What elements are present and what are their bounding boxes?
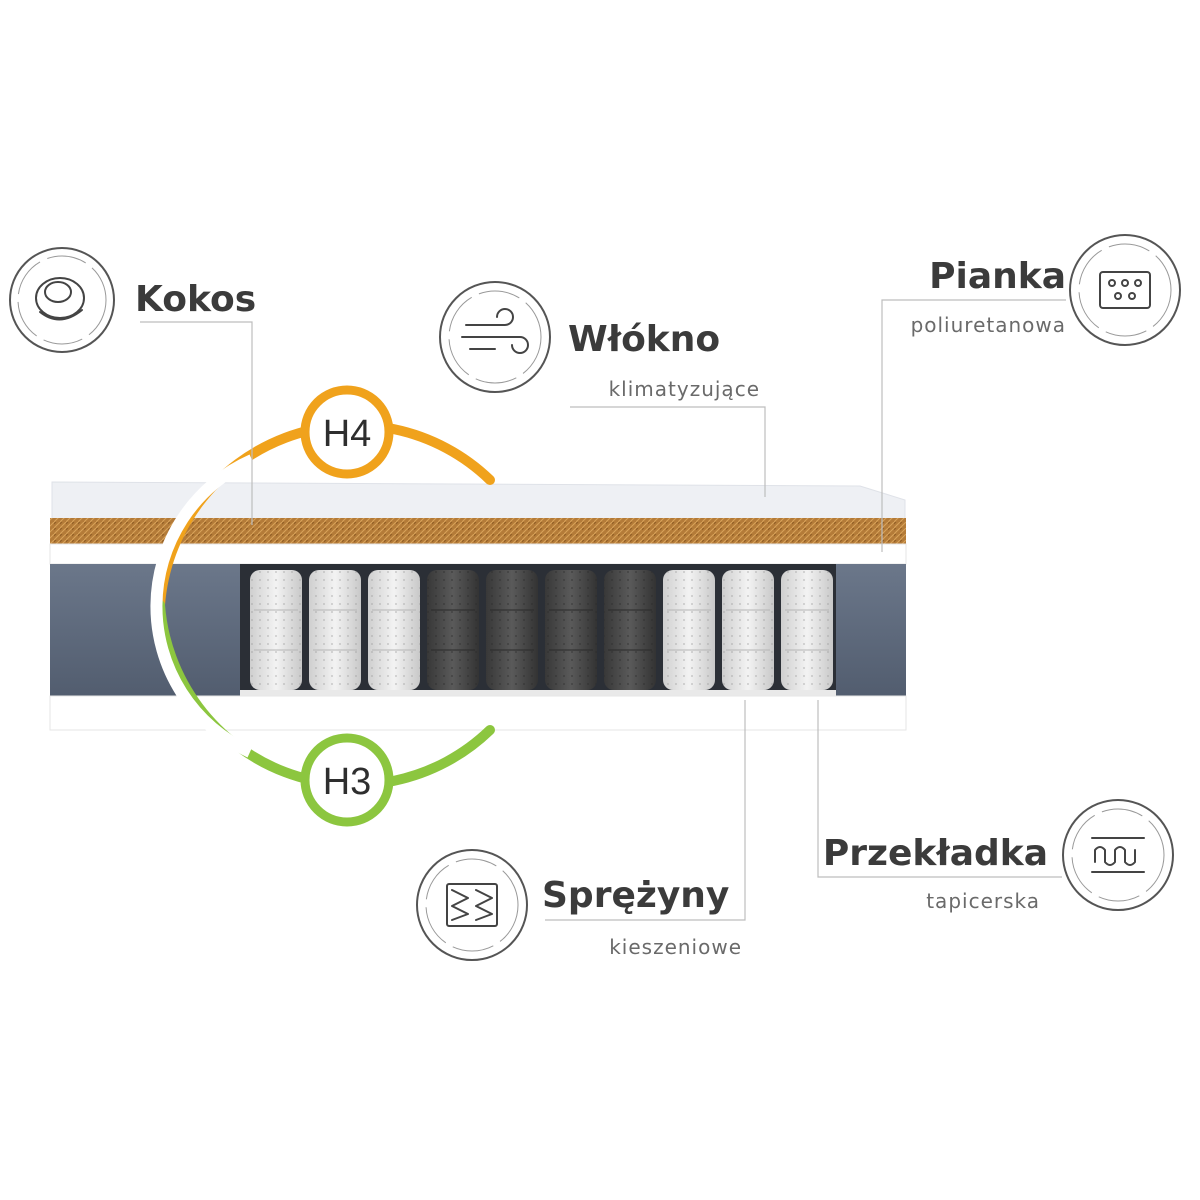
coir-layer bbox=[50, 518, 906, 544]
firmness-label-h3: H3 bbox=[323, 761, 372, 803]
pianka-subtitle: poliuretanowa bbox=[911, 313, 1066, 337]
firmness-arc-inner bbox=[150, 454, 255, 758]
coconut-icon bbox=[9, 247, 115, 353]
pocket-spring-texture bbox=[722, 570, 774, 690]
pocket-spring-texture bbox=[663, 570, 715, 690]
right-side-panel bbox=[836, 564, 906, 696]
wlokno-subtitle: klimatyzujące bbox=[609, 377, 760, 401]
leader-pianka bbox=[881, 299, 1066, 552]
firmness-indicator: H4 H3 bbox=[150, 385, 495, 827]
leader-kokos bbox=[140, 321, 253, 525]
pocket-spring-texture bbox=[250, 570, 302, 690]
przekladka-subtitle: tapicerska bbox=[926, 889, 1040, 913]
firmness-arc-bottom bbox=[155, 600, 495, 790]
upholstery-layer bbox=[240, 690, 836, 700]
fiber-top-layer bbox=[51, 481, 906, 521]
pocket-spring-texture bbox=[309, 570, 361, 690]
firmness-badge-h4: H4 bbox=[300, 385, 394, 479]
air-flow-icon bbox=[439, 281, 551, 393]
pocket-spring-icon bbox=[416, 849, 528, 961]
pocket-springs bbox=[250, 570, 833, 690]
pocket-spring-texture bbox=[781, 570, 833, 690]
label-sprezyny: Sprężyny kieszeniowe bbox=[416, 849, 742, 961]
pianka-title: Pianka bbox=[929, 256, 1066, 297]
sprezyny-subtitle: kieszeniowe bbox=[609, 935, 742, 959]
foam-layer-bottom bbox=[49, 695, 907, 731]
przekladka-title: Przekładka bbox=[823, 833, 1048, 874]
left-side-panel bbox=[50, 564, 240, 696]
pocket-spring-texture bbox=[368, 570, 420, 690]
label-przekladka: Przekładka tapicerska bbox=[823, 799, 1174, 913]
foam-icon bbox=[1069, 234, 1181, 346]
firmness-label-h4: H4 bbox=[323, 413, 372, 455]
pocket-spring-texture bbox=[486, 570, 538, 690]
pocket-spring-texture bbox=[427, 570, 479, 690]
leader-przekladka bbox=[817, 700, 1062, 878]
upholstery-layer-icon bbox=[1062, 799, 1174, 911]
sprezyny-title: Sprężyny bbox=[542, 875, 729, 916]
pocket-spring-texture bbox=[604, 570, 656, 690]
label-wlokno: Włókno klimatyzujące bbox=[439, 281, 760, 401]
pocket-spring-texture bbox=[545, 570, 597, 690]
leader-sprezyny bbox=[545, 700, 746, 921]
label-kokos: Kokos bbox=[9, 247, 256, 353]
firmness-badge-h3: H3 bbox=[300, 733, 394, 827]
mattress-cross-section bbox=[49, 481, 907, 731]
leader-wlokno bbox=[570, 406, 766, 497]
wlokno-title: Włókno bbox=[568, 319, 720, 360]
label-pianka: Pianka poliuretanowa bbox=[911, 234, 1181, 346]
leader-lines bbox=[140, 299, 1066, 921]
kokos-title: Kokos bbox=[135, 279, 256, 320]
